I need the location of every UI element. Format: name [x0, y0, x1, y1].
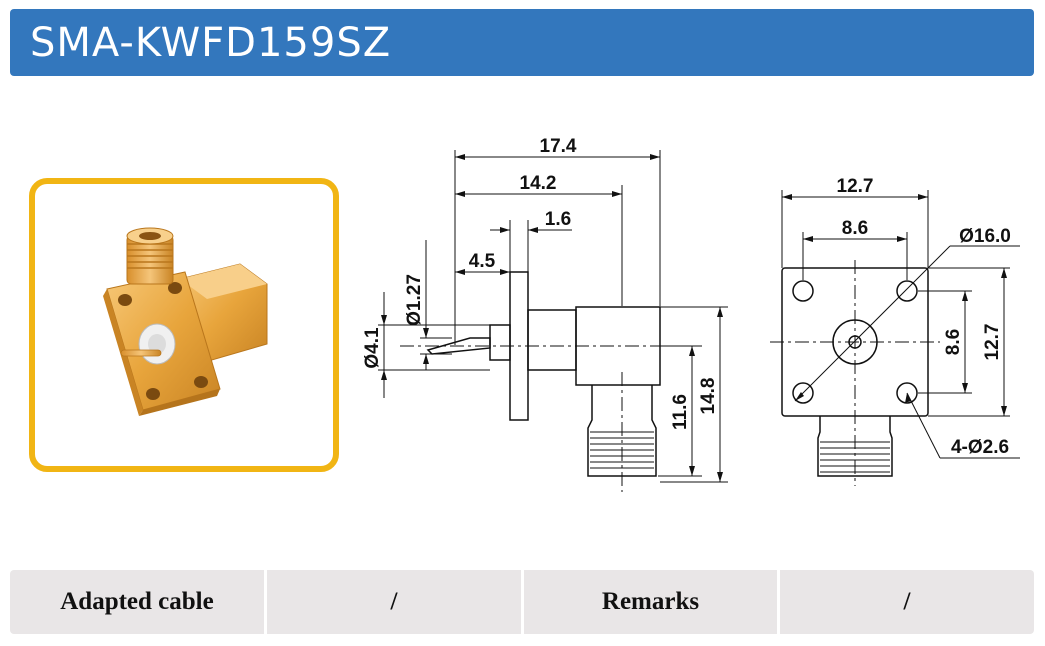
side-body: [527, 309, 577, 371]
dim-overall-height: 14.8: [698, 378, 719, 415]
remarks-value: /: [777, 570, 1034, 634]
side-insulator: [489, 324, 511, 361]
front-port: [817, 416, 893, 477]
dim-hole-spacing-x: 8.6: [842, 218, 868, 239]
technical-drawing: 17.4 14.2 1.6 4.5 Ø1.27 Ø4.1 11.6 14.8 1…: [362, 136, 1020, 492]
adapted-cable-value: /: [264, 570, 521, 634]
dim-flange-height: 12.7: [982, 324, 1003, 361]
spec-table: Adapted cable / Remarks /: [10, 570, 1034, 634]
front-hole-tl: [792, 280, 814, 302]
dim-flange-width: 12.7: [837, 176, 874, 197]
dim-mount-circle: Ø16.0: [959, 226, 1011, 247]
dim-flange-thickness: 1.6: [545, 209, 571, 230]
dim-body-length: 14.2: [520, 173, 557, 194]
dim-pin-length: 4.5: [469, 251, 496, 272]
dim-insulator-diameter: Ø4.1: [362, 327, 383, 369]
dim-port-height: 11.6: [670, 394, 691, 430]
remarks-label: Remarks: [521, 570, 777, 634]
dim-hole-spacing-y: 8.6: [943, 329, 964, 355]
product-photo-frame: [29, 178, 339, 472]
front-hole-bl: [792, 382, 814, 404]
connector-photo: [103, 227, 268, 416]
adapted-cable-label: Adapted cable: [10, 570, 264, 634]
side-pin: [426, 337, 491, 355]
front-hole-br: [896, 382, 918, 404]
title-bar: SMA-KWFD159SZ: [10, 9, 1034, 76]
dim-holes: 4-Ø2.6: [951, 437, 1009, 458]
front-hole-tr: [896, 280, 918, 302]
dim-overall-length: 17.4: [540, 136, 577, 157]
product-title: SMA-KWFD159SZ: [30, 20, 392, 66]
dim-pin-diameter: Ø1.27: [404, 274, 425, 326]
